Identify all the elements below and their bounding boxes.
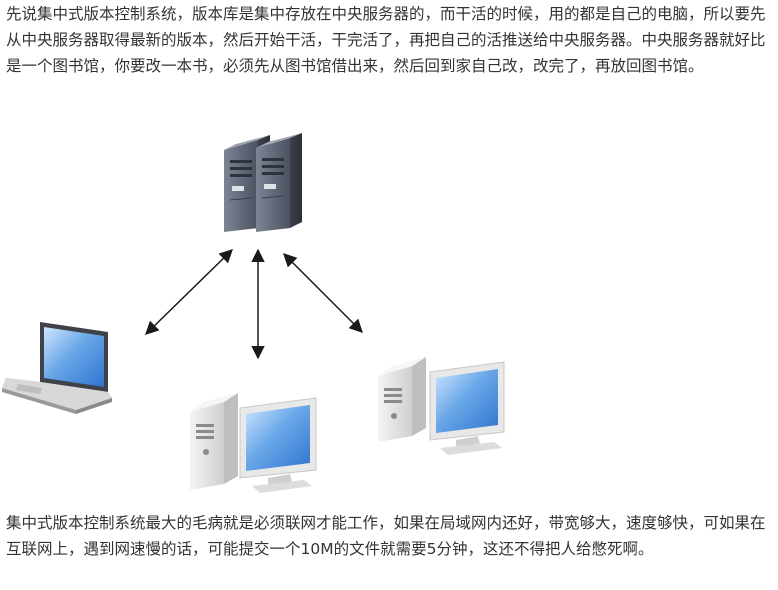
server-icon [224,133,302,232]
desktop-computer-icon [378,357,505,455]
outro-paragraph: 集中式版本控制系统最大的毛病就是必须联网才能工作，如果在局域网内还好，带宽够大，… [6,514,766,558]
laptop-icon [2,322,112,414]
arrow-server-desktop-right [283,253,363,333]
intro-paragraph: 先说集中式版本控制系统，版本库是集中存放在中央服务器的，而干活的时候，用的都是自… [6,5,766,75]
arrow-server-laptop [145,249,233,335]
desktop-computer-icon [190,393,317,493]
